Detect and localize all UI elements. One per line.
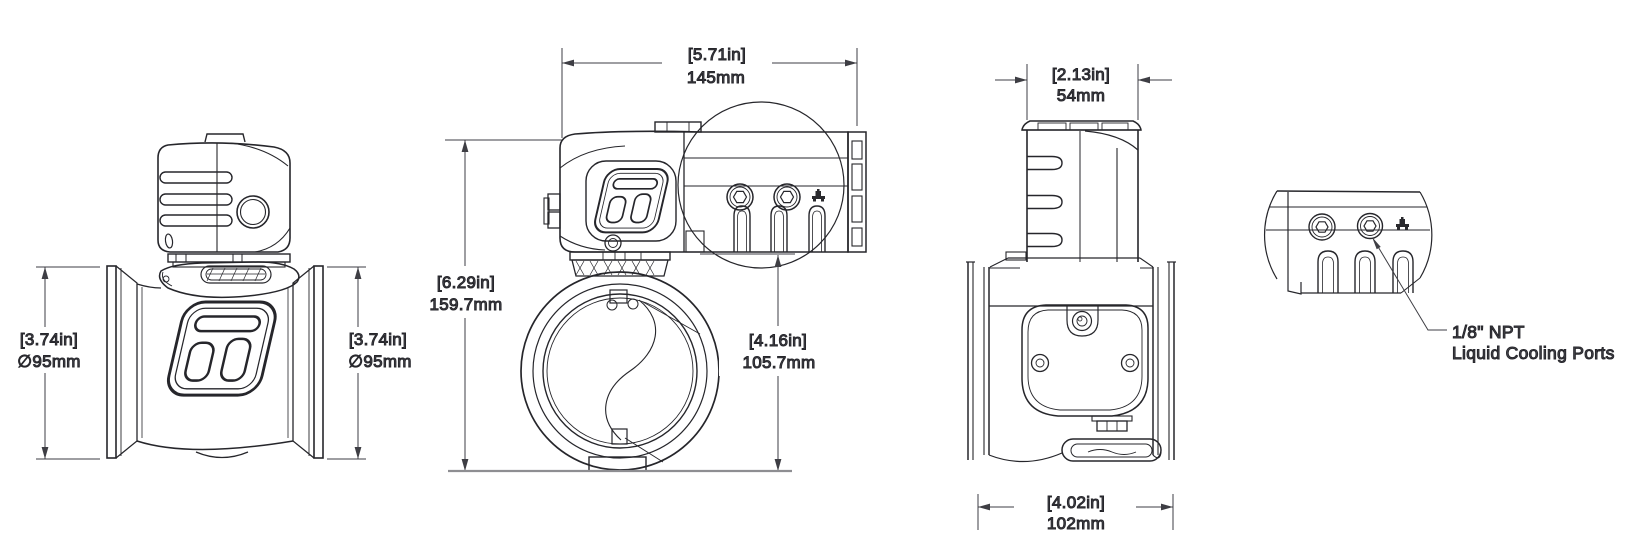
dim-diameter-left: [3.74in] ∅95mm — [6, 266, 100, 460]
right-side-view: [2.13in] 54mm [4.02in] 102mm — [966, 64, 1176, 536]
dim-base-right: [4.02in] 102mm — [977, 486, 1174, 536]
dim-416-in: [4.16in] — [749, 331, 807, 350]
valve-body-side — [106, 265, 324, 459]
leader-line — [1372, 237, 1447, 331]
dim-213-in: [2.13in] — [1052, 65, 1110, 84]
dim-416-mm: 105.7mm — [743, 353, 816, 372]
left-side-view: [3.74in] ∅95mm [3.74in] ∅95mm — [6, 133, 422, 460]
valve-body-front — [520, 271, 720, 472]
dim-height-front: [6.29in] 159.7mm — [406, 139, 562, 471]
detail-circle-marker — [677, 101, 845, 269]
dim-width-front: [5.71in] 145mm — [561, 38, 858, 138]
dim-571-mm: 145mm — [687, 68, 745, 87]
actuator-tower — [1021, 120, 1142, 262]
dim-374-left-in: [3.74in] — [20, 330, 78, 349]
detail-view: 1/8" NPT Liquid Cooling Ports — [1264, 190, 1615, 364]
dim-402-in: [4.02in] — [1047, 493, 1105, 512]
ts-logo-front — [591, 167, 672, 234]
coolant-icon-detail — [1396, 217, 1409, 230]
dim-402-mm: 102mm — [1047, 514, 1105, 533]
dim-571-in: [5.71in] — [688, 45, 746, 64]
vacuum-port — [236, 195, 270, 229]
dim-629-in: [6.29in] — [437, 273, 495, 292]
dim-diameter-right: [3.74in] ∅95mm — [327, 266, 422, 460]
dim-width-right: [2.13in] 54mm — [995, 64, 1172, 120]
cooling-ports-detail — [1308, 212, 1409, 241]
valve-body-right — [966, 251, 1176, 463]
dim-374-right-in: [3.74in] — [349, 330, 407, 349]
detail-boundary-right — [1419, 191, 1433, 279]
tower-fins — [1027, 155, 1063, 248]
actuator-front — [543, 101, 867, 269]
dim-body-front: [4.16in] 105.7mm — [700, 253, 839, 471]
cooling-fins-detail — [1317, 250, 1414, 293]
cooling-ports — [726, 183, 825, 211]
dim-629-mm: 159.7mm — [430, 295, 503, 314]
coolant-icon — [812, 189, 825, 202]
dim-213-mm: 54mm — [1057, 86, 1105, 105]
dim-374-right-mm: ∅95mm — [348, 352, 412, 371]
actuator-fins — [159, 171, 233, 227]
end-cap — [847, 131, 867, 253]
clamp-band — [569, 251, 671, 277]
dim-374-left-mm: ∅95mm — [17, 352, 81, 371]
callout-npt: 1/8" NPT — [1452, 322, 1525, 342]
actuator-side — [157, 133, 291, 268]
cooling-fins-front — [733, 205, 826, 252]
detail-boundary-left — [1264, 190, 1278, 280]
front-view: [5.71in] 145mm [6.29in] 159.7mm [4.16in]… — [406, 38, 867, 473]
ts-logo — [163, 300, 281, 397]
callout-liquid-cooling: Liquid Cooling Ports — [1452, 343, 1615, 363]
